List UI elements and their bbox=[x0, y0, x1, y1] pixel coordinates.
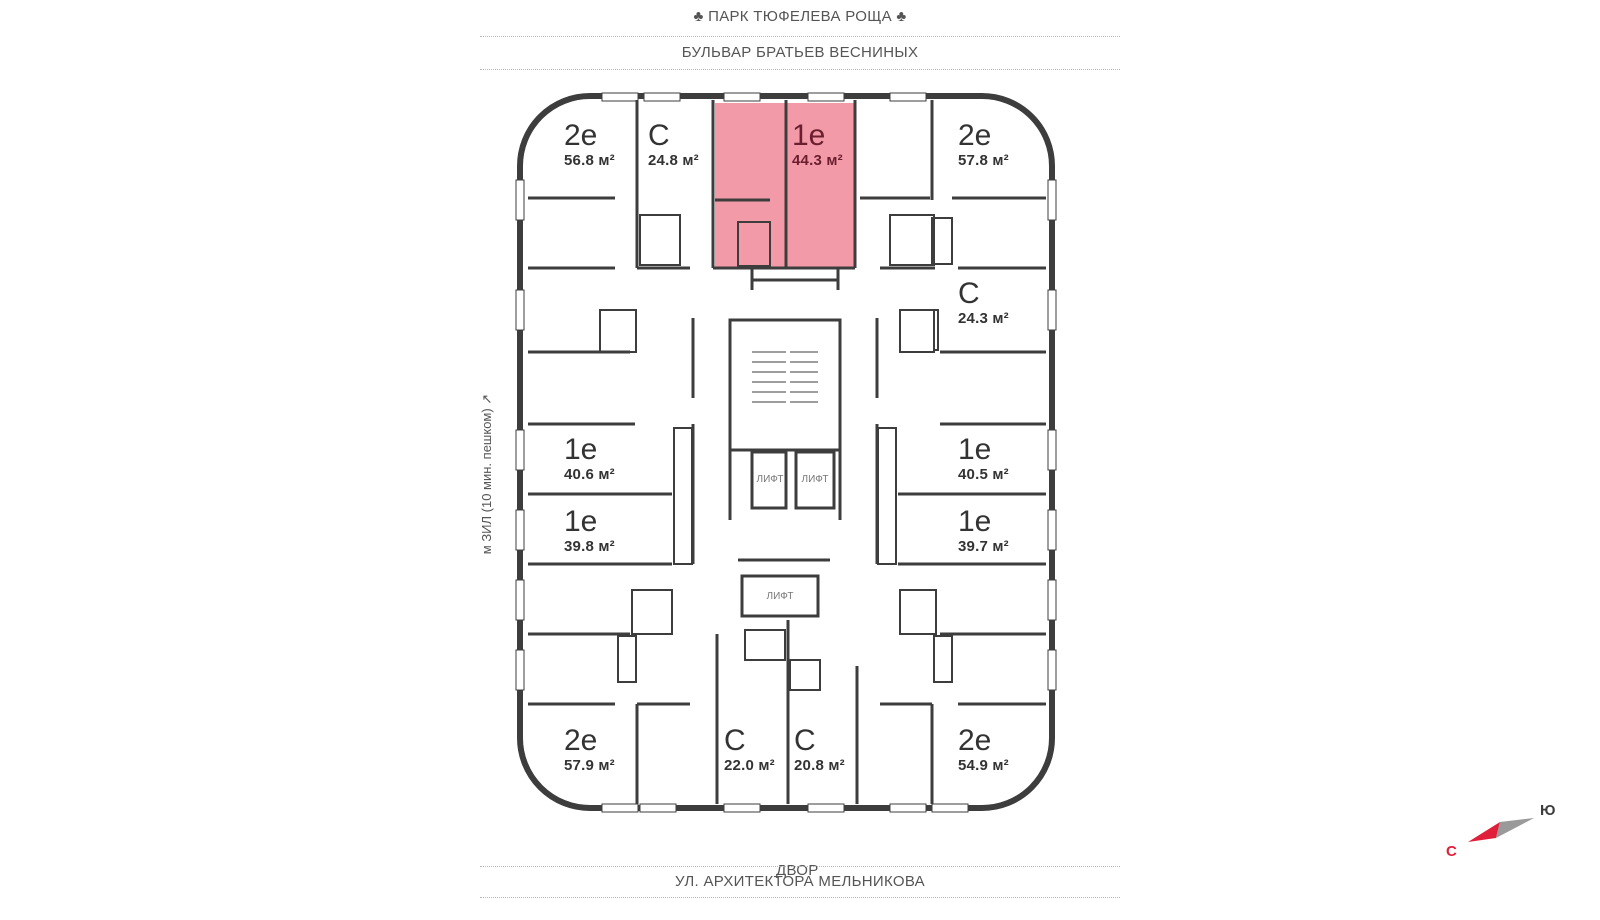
apartment-1e-39-8[interactable]: 1е 39.8 м² bbox=[564, 506, 615, 556]
apartment-type: 2е bbox=[564, 119, 598, 152]
apartment-c-24-3[interactable]: С 24.3 м² bbox=[958, 278, 1009, 328]
compass-south-label: Ю bbox=[1540, 802, 1556, 819]
apartment-type: 2е bbox=[958, 724, 992, 757]
apartment-type: 1е bbox=[958, 505, 992, 538]
apartment-area: 44.3 м² bbox=[792, 152, 843, 169]
apartment-type: С bbox=[958, 277, 980, 310]
apartment-1e-39-7[interactable]: 1е 39.7 м² bbox=[958, 506, 1009, 556]
apartment-area: 24.3 м² bbox=[958, 310, 1009, 327]
lift-label: ЛИФТ bbox=[801, 474, 829, 485]
apartment-area: 22.0 м² bbox=[724, 757, 775, 774]
apartment-type: 1е bbox=[564, 433, 598, 466]
apartment-type: С bbox=[648, 119, 670, 152]
apartment-c-20-8[interactable]: С 20.8 м² bbox=[794, 725, 845, 775]
apartment-2e-57-8[interactable]: 2е 57.8 м² bbox=[958, 120, 1009, 170]
apartment-type: 1е bbox=[564, 505, 598, 538]
boulevard-label: БУЛЬВАР БРАТЬЕВ ВЕСНИНЫХ bbox=[681, 44, 919, 61]
apartment-type: 2е bbox=[958, 119, 992, 152]
street-divider bbox=[480, 36, 1120, 37]
interior-walls bbox=[528, 100, 1046, 804]
apartment-area: 39.7 м² bbox=[958, 538, 1009, 555]
apartment-type: С bbox=[794, 724, 816, 757]
apartment-area: 40.6 м² bbox=[564, 466, 615, 483]
apartment-area: 57.8 м² bbox=[958, 152, 1009, 169]
apartment-type: 1е bbox=[958, 433, 992, 466]
apartment-type: 1е bbox=[792, 119, 826, 152]
bottom-street-label: УЛ. АРХИТЕКТОРА МЕЛЬНИКОВА bbox=[675, 873, 925, 890]
lift-label: ЛИФТ bbox=[756, 474, 784, 485]
compass-north-label: С bbox=[1446, 843, 1457, 860]
apartment-area: 56.8 м² bbox=[564, 152, 615, 169]
tree-icon: ♣ bbox=[896, 8, 907, 25]
apartment-1e-44-3-selected[interactable]: 1е 44.3 м² bbox=[792, 120, 843, 170]
apartment-area: 24.8 м² bbox=[648, 152, 699, 169]
apartment-2e-57-9[interactable]: 2е 57.9 м² bbox=[564, 725, 615, 775]
apartment-c-22-0[interactable]: С 22.0 м² bbox=[724, 725, 775, 775]
apartment-area: 40.5 м² bbox=[958, 466, 1009, 483]
apartment-2e-56-8[interactable]: 2е 56.8 м² bbox=[564, 120, 615, 170]
park-name: ПАРК ТЮФЕЛЕВА РОЩА bbox=[708, 8, 892, 25]
apartment-c-24-8[interactable]: С 24.8 м² bbox=[648, 120, 699, 170]
tree-icon: ♣ bbox=[693, 8, 709, 25]
apartment-area: 57.9 м² bbox=[564, 757, 615, 774]
apartment-area: 54.9 м² bbox=[958, 757, 1009, 774]
compass bbox=[1468, 818, 1534, 842]
street-divider bbox=[480, 897, 1120, 898]
apartment-1e-40-5[interactable]: 1е 40.5 м² bbox=[958, 434, 1009, 484]
lift-label: ЛИФТ bbox=[766, 591, 794, 602]
apartment-type: 2е bbox=[564, 724, 598, 757]
street-divider bbox=[480, 69, 1120, 70]
windows bbox=[515, 92, 1057, 813]
apartment-area: 20.8 м² bbox=[794, 757, 845, 774]
apartment-area: 39.8 м² bbox=[564, 538, 615, 555]
apartment-type: С bbox=[724, 724, 746, 757]
street-divider bbox=[480, 866, 1120, 867]
apartment-2e-54-9[interactable]: 2е 54.9 м² bbox=[958, 725, 1009, 775]
park-label: ♣ ПАРК ТЮФЕЛЕВА РОЩА ♣ bbox=[480, 8, 1120, 25]
apartment-1e-40-6[interactable]: 1е 40.6 м² bbox=[564, 434, 615, 484]
